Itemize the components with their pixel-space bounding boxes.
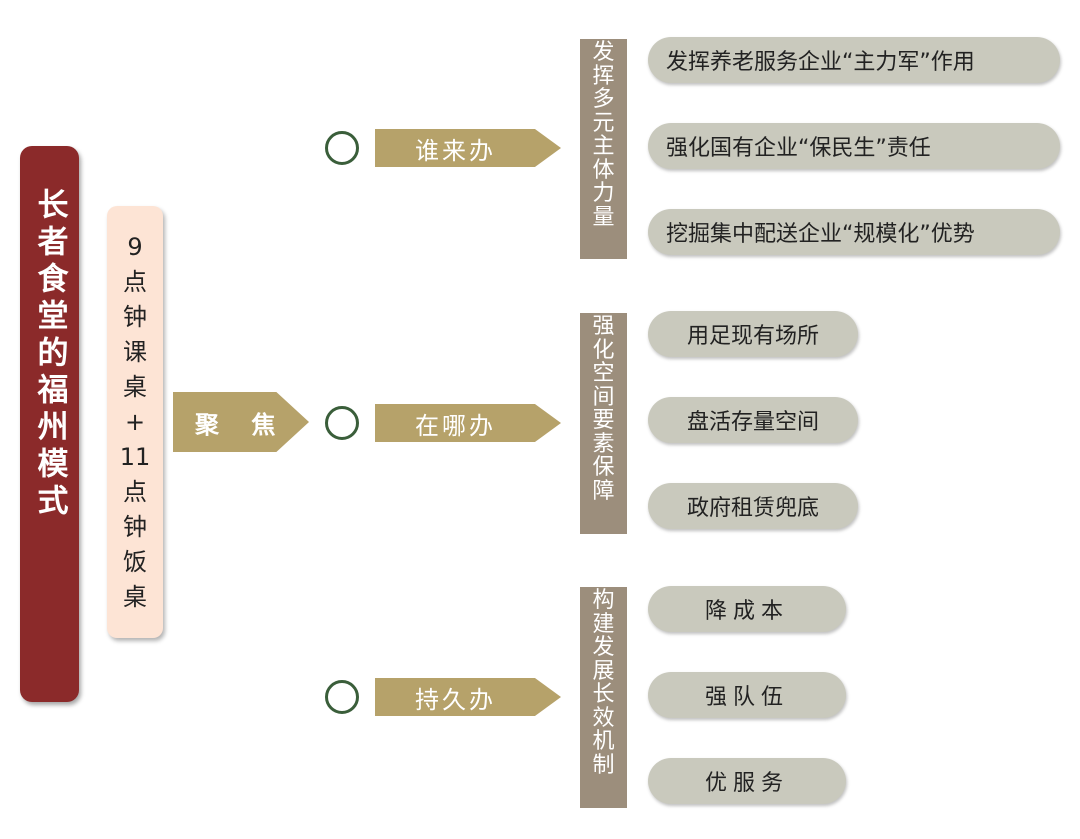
branch-label: 持久办 [415, 685, 496, 714]
subtitle-char: 饭 [123, 548, 147, 576]
category-char: 量 [592, 204, 615, 230]
item-pill: 用足现有场所 [648, 311, 858, 357]
subtitle-char: 9 [127, 233, 143, 261]
category-bar-lasting: 构 建 发 展 长 效 机 制 [580, 587, 627, 808]
category-char: 间 [592, 384, 615, 410]
item-label: 强化国有企业“保民生”责任 [666, 136, 931, 161]
category-char: 发 [592, 635, 615, 660]
category-char: 效 [592, 705, 615, 731]
branch-label: 谁来办 [415, 136, 496, 165]
category-char: 多 [592, 87, 615, 112]
item-label: 用足现有场所 [686, 324, 819, 349]
item-pill: 强队伍 [648, 672, 846, 718]
item-label: 盘活存量空间 [686, 410, 819, 435]
item-pill: 强化国有企业“保民生”责任 [648, 123, 1060, 169]
focus-arrow: 聚 焦 [173, 392, 309, 452]
category-char: 空 [592, 361, 615, 386]
category-char: 主 [592, 134, 615, 159]
item-label: 降成本 [704, 599, 789, 624]
subtitle-char: 钟 [123, 513, 147, 541]
category-char: 发 [592, 40, 615, 65]
focus-label: 聚 焦 [195, 410, 288, 439]
category-char: 挥 [592, 63, 615, 89]
branch-arrow-where: 在哪办 [375, 404, 561, 442]
category-char: 素 [592, 431, 615, 457]
category-char: 长 [592, 682, 615, 707]
category-char: 力 [592, 181, 615, 206]
item-label: 挖掘集中配送企业“规模化”优势 [666, 222, 975, 247]
item-pill: 政府租赁兜底 [648, 483, 858, 529]
category-bar-where: 强 化 空 间 要 素 保 障 [580, 313, 627, 534]
category-char: 制 [592, 752, 615, 778]
category-char: 元 [592, 110, 615, 136]
item-label: 发挥养老服务企业“主力军”作用 [666, 50, 975, 75]
branch-label: 在哪办 [415, 411, 496, 440]
category-char: 强 [592, 314, 615, 339]
category-bar-who: 发 挥 多 元 主 体 力 量 [580, 39, 627, 259]
item-pill: 发挥养老服务企业“主力军”作用 [648, 37, 1060, 83]
item-pill: 降成本 [648, 586, 846, 632]
branch-arrow-lasting: 持久办 [375, 678, 561, 716]
subtitle-char: 课 [123, 338, 147, 366]
category-char: 要 [592, 408, 615, 433]
item-pill: 优服务 [648, 758, 846, 804]
item-label: 优服务 [704, 771, 789, 796]
category-char: 化 [592, 337, 615, 363]
category-char: 障 [592, 478, 615, 504]
category-char: 展 [592, 658, 615, 684]
category-char: 保 [592, 455, 615, 480]
branch-arrow-who: 谁来办 [375, 129, 561, 167]
subtitle-char: 11 [119, 443, 151, 471]
branch-circle-icon [325, 406, 359, 440]
item-pill: 盘活存量空间 [648, 397, 858, 443]
category-char: 体 [592, 157, 615, 183]
item-label: 政府租赁兜底 [686, 496, 819, 521]
category-char: 构 [592, 588, 615, 613]
main-title: 长者食堂的福州模式 [20, 146, 79, 702]
branch-circle-icon [325, 131, 359, 165]
branch-circle-icon [325, 680, 359, 714]
item-pill: 挖掘集中配送企业“规模化”优势 [648, 209, 1060, 255]
subtitle-char: + [124, 408, 146, 436]
category-char: 建 [592, 611, 615, 637]
subtitle-char: 钟 [123, 303, 147, 331]
subtitle-char: 桌 [123, 583, 147, 611]
subtitle-bar: 9 点 钟 课 桌 + 11 点 钟 饭 桌 [107, 206, 163, 638]
subtitle-char: 桌 [123, 373, 147, 401]
category-char: 机 [592, 729, 615, 754]
subtitle-char: 点 [123, 478, 147, 506]
subtitle-char: 点 [123, 268, 147, 296]
item-label: 强队伍 [704, 685, 789, 710]
